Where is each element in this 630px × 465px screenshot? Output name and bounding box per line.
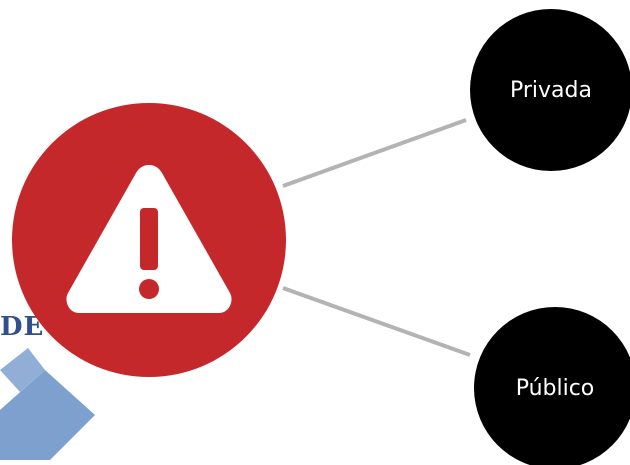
warning-triangle-icon bbox=[66, 165, 232, 313]
connector-publico bbox=[282, 286, 471, 357]
alert-circle bbox=[12, 103, 286, 377]
node-publico: Público bbox=[474, 307, 630, 465]
node-publico-label: Público bbox=[515, 375, 595, 401]
node-privada: Privada bbox=[470, 9, 630, 171]
logo-diamond-shape bbox=[0, 348, 95, 460]
connector-privada bbox=[282, 118, 467, 188]
node-privada-label: Privada bbox=[510, 77, 592, 103]
